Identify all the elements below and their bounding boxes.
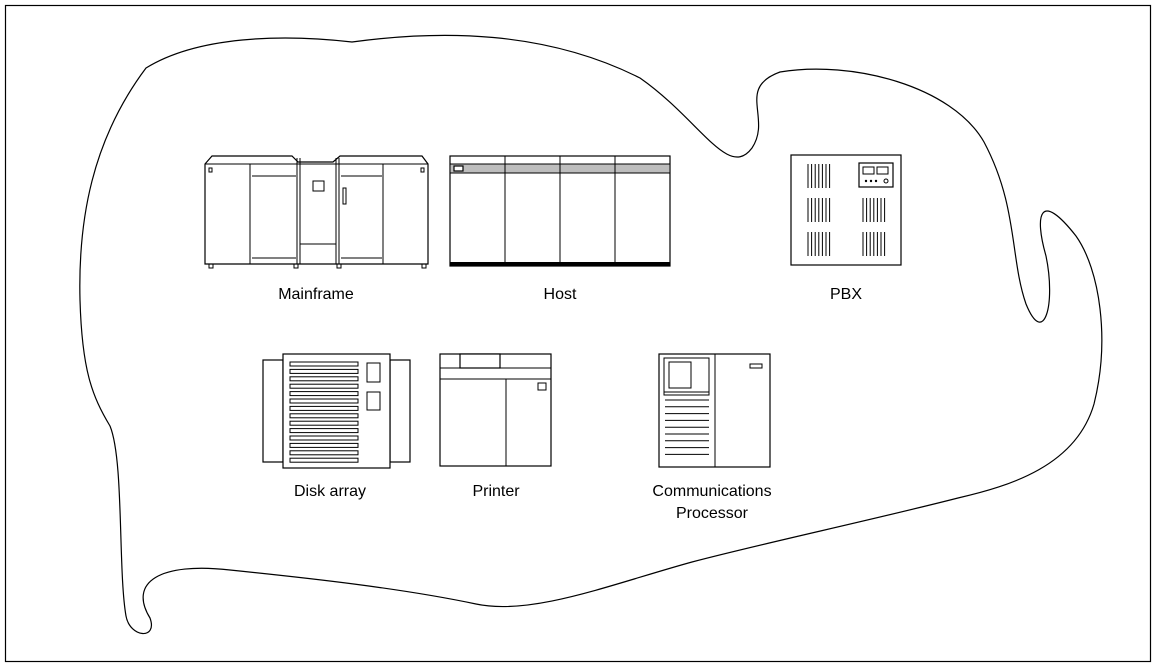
printer-icon <box>439 353 552 467</box>
disk-slot <box>289 442 359 448</box>
disk-slot <box>289 368 359 374</box>
mainframe-label: Mainframe <box>278 286 354 303</box>
communications-processor-label-line1: Communications <box>652 483 771 500</box>
host-label: Host <box>544 286 577 303</box>
disk-array-slots <box>289 361 359 463</box>
disk-slot <box>289 391 359 397</box>
pbx-vent-bars <box>807 164 886 256</box>
printer-label: Printer <box>472 483 520 500</box>
disk-array-label: Disk array <box>294 483 366 500</box>
disk-slot <box>289 383 359 389</box>
communications-processor-label-line2: Processor <box>676 505 749 522</box>
disk-slot <box>289 361 359 367</box>
pbx-icon <box>790 154 902 266</box>
disk-slot <box>289 435 359 441</box>
disk-slot <box>289 376 359 382</box>
communications-processor-lines <box>665 399 709 455</box>
disk-slot <box>289 413 359 419</box>
pbx-label: PBX <box>830 286 862 303</box>
host-icon <box>449 155 671 267</box>
network-cloud <box>79 34 1103 635</box>
disk-slot <box>289 428 359 434</box>
diagram-border <box>4 4 1152 663</box>
mainframe-icon <box>204 155 429 269</box>
disk-slot <box>289 398 359 404</box>
communications-processor-icon <box>658 353 771 468</box>
disk-slot <box>289 457 359 463</box>
disk-slot <box>289 405 359 411</box>
disk-slot <box>289 420 359 426</box>
disk-slot <box>289 450 359 456</box>
